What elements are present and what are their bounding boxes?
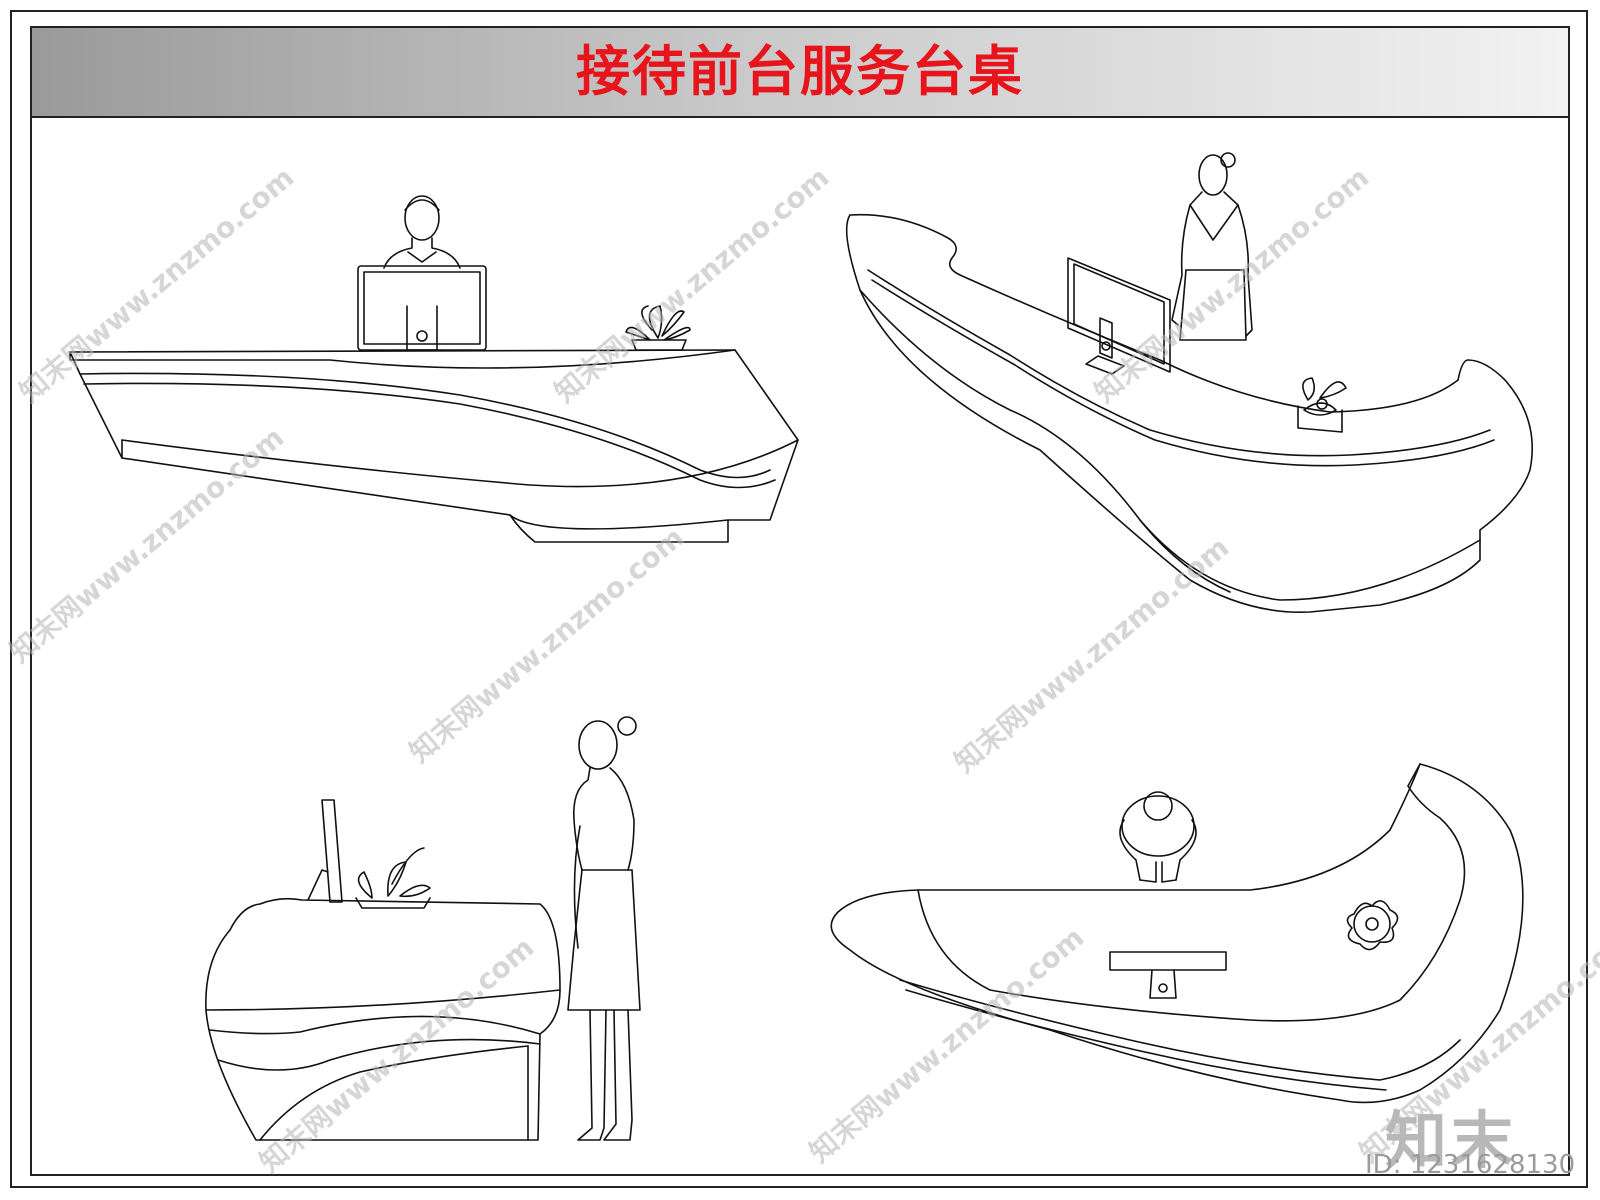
- receptionist-top-view: [1119, 791, 1197, 883]
- standing-receptionist: [1171, 152, 1253, 341]
- standing-woman-profile: [567, 716, 641, 1141]
- receptionist-figure: [383, 195, 461, 269]
- plant: [625, 305, 691, 351]
- reception-desk-front: [69, 349, 799, 543]
- asset-id-label: ID: 1231628130: [1365, 1150, 1576, 1180]
- plant-perspective: [1297, 377, 1347, 433]
- page-title: 接待前台服务台桌: [576, 40, 1024, 103]
- reception-desk-side: [205, 897, 561, 1141]
- front-elevation-view: [69, 195, 799, 543]
- monitor-perspective: [1067, 257, 1171, 375]
- reception-desk-perspective: [845, 213, 1533, 614]
- reception-desk-plan: [830, 763, 1524, 1104]
- side-elevation-view: [205, 716, 641, 1141]
- monitor-top-view: [1109, 951, 1227, 999]
- monitor-side: [307, 799, 343, 903]
- title-bar: 接待前台服务台桌: [32, 28, 1568, 118]
- inner-border: [30, 26, 1570, 1176]
- plant-side: [355, 847, 431, 909]
- plant-top-view: [1346, 900, 1399, 951]
- monitor: [357, 265, 487, 351]
- outer-border: [10, 10, 1588, 1188]
- perspective-view: [845, 152, 1533, 614]
- brand-logo: 知末: [1385, 1104, 1518, 1177]
- plan-view: [830, 763, 1524, 1104]
